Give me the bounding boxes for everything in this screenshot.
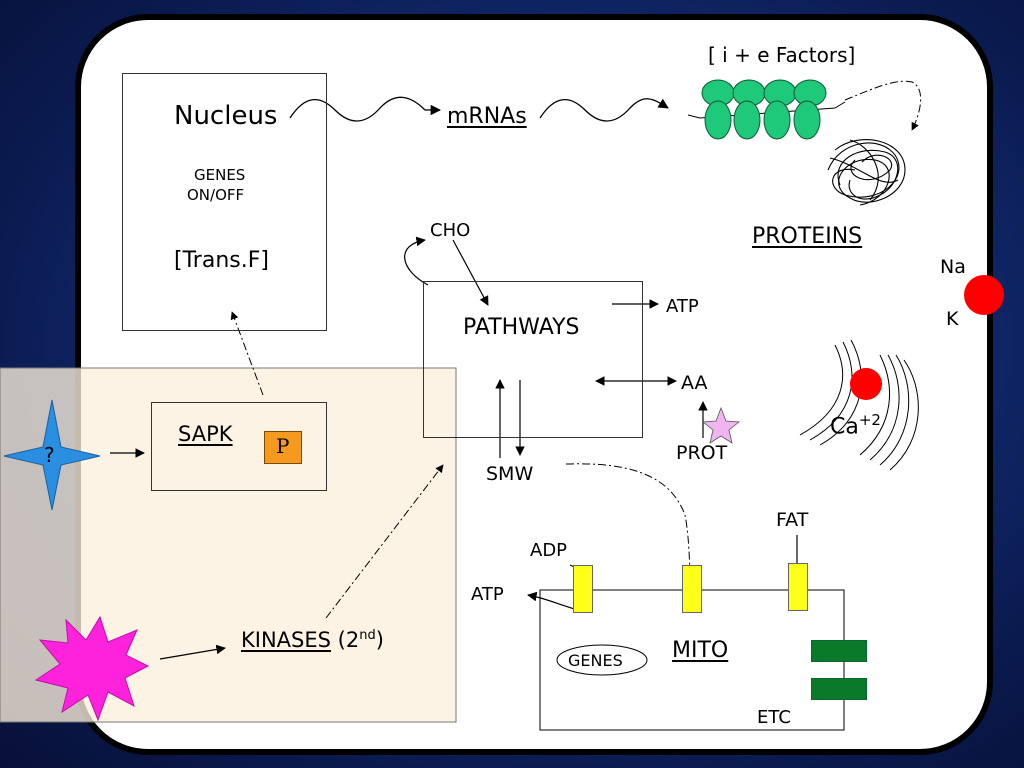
kinases-to-pathways-arrow (325, 464, 444, 619)
smw-label: SMW (486, 463, 534, 485)
pathways-box (423, 281, 643, 438)
mrna-wave-ribosome (539, 98, 669, 122)
prot-star-icon (701, 406, 741, 444)
stimulus-burst-icon (34, 615, 150, 722)
genes-on-off-line1: GENES (194, 166, 246, 184)
sapk-label: SAPK (178, 422, 233, 446)
na-k-pump-icon (964, 275, 1004, 315)
protein-tangle (827, 139, 906, 206)
etc-label: ETC (757, 707, 791, 728)
fat-label: FAT (776, 509, 809, 531)
burst-to-kinases-arrow (159, 644, 226, 660)
calcium-ion-icon (850, 368, 882, 400)
folding-arrow (844, 80, 922, 131)
kinases-word: KINASES (241, 628, 331, 652)
adp-channel (573, 565, 593, 613)
cho-loop-arrow (404, 236, 429, 286)
aa-label: AA (681, 372, 708, 394)
unknown-stimulus-label: ? (44, 443, 55, 467)
smw-channel (682, 565, 702, 613)
k-label: K (946, 308, 959, 330)
factors-label: [ i + e Factors] (708, 43, 856, 67)
smw-to-mito-arrow (565, 463, 695, 611)
na-label: Na (940, 256, 966, 278)
sapk-box (151, 402, 327, 491)
nucleus-box (122, 73, 327, 331)
calcium-label: Ca+2 (830, 411, 881, 439)
unknown-stimulus-star-icon (3, 399, 101, 511)
kinases-label: KINASES (2nd) (241, 628, 384, 652)
kinases-paren-close: ) (375, 628, 384, 652)
phosphate-label: P (276, 434, 290, 458)
genes-on-off-line2: ON/OFF (187, 186, 245, 204)
kinases-paren: (2 (330, 628, 360, 652)
sapk-to-nucleus-arrow (230, 311, 264, 396)
mrna-wave-nucleus (289, 96, 426, 122)
pathways-atp-label: ATP (666, 296, 699, 317)
mito-atp-label: ATP (471, 584, 504, 605)
kinases-sup: nd (359, 628, 376, 643)
pathways-title: PATHWAYS (463, 315, 580, 340)
etc-complex-bottom (811, 678, 867, 700)
calcium-symbol: Ca (830, 414, 859, 440)
mito-label: MITO (672, 638, 729, 663)
mito-genes-oval (556, 644, 648, 676)
ribosome-cluster (701, 79, 827, 140)
proteins-label: PROTEINS (752, 224, 863, 249)
adp-label: ADP (530, 540, 568, 561)
phosphate-box (264, 431, 302, 464)
calcium-charge: +2 (858, 411, 881, 429)
fat-channel (788, 563, 808, 611)
transcription-factor-label: [Trans.F] (174, 248, 269, 273)
cho-label: CHO (430, 220, 471, 241)
prot-label: PROT (676, 442, 728, 464)
nucleus-title: Nucleus (174, 101, 278, 131)
etc-complex-top (811, 640, 867, 662)
mrnas-label: mRNAs (447, 104, 527, 129)
mito-genes-label: GENES (568, 651, 623, 670)
cho-to-pathways-arrow (452, 239, 489, 306)
